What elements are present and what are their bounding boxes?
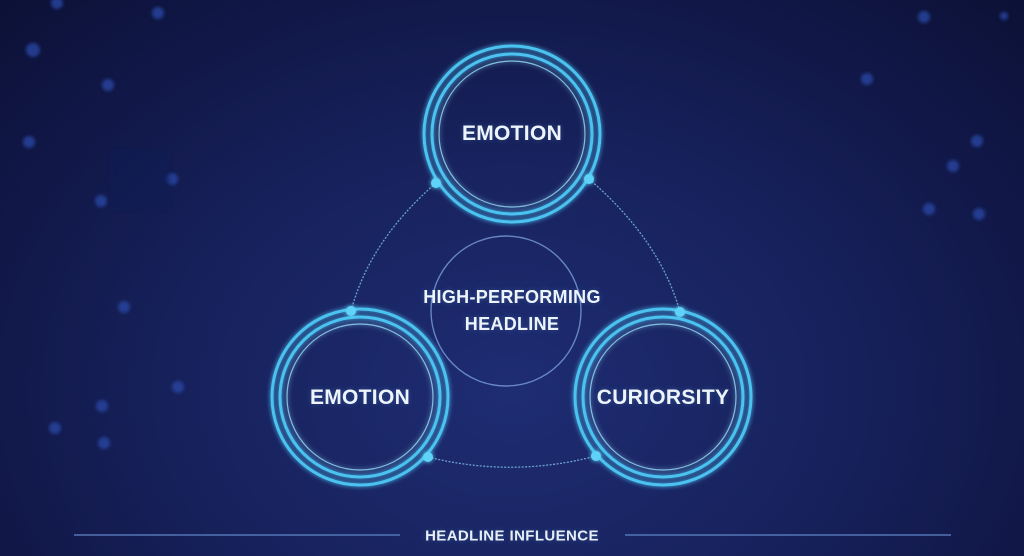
node-top-rings: [422, 44, 602, 224]
dot-icon: [423, 452, 433, 462]
center-label-line1: HIGH-PERFORMING: [423, 287, 601, 307]
connection-lines: [350, 178, 681, 468]
node-left-label: EMOTION: [309, 386, 411, 409]
node-right-rings: [573, 307, 753, 487]
dot-icon: [346, 306, 356, 316]
center-label-line2: HEADLINE: [464, 314, 560, 334]
center-label: HIGH-PERFORMING HEADLINE: [423, 284, 601, 338]
dot-icon: [591, 451, 601, 461]
node-left-rings: [270, 307, 450, 487]
connection-top-right: [588, 178, 681, 313]
footer-label: HEADLINE INFLUENCE: [425, 527, 599, 545]
dot-icon: [431, 178, 441, 188]
node-right-label: CURIORSITY: [596, 386, 730, 409]
background-particles: [23, 0, 1008, 449]
dot-icon: [675, 307, 685, 317]
connection-top-left: [350, 182, 437, 312]
node-top-label: EMOTION: [461, 122, 563, 145]
center-circle: [430, 235, 582, 387]
connection-left-right: [427, 455, 597, 468]
dot-icon: [584, 174, 594, 184]
connection-dots: [346, 174, 685, 462]
